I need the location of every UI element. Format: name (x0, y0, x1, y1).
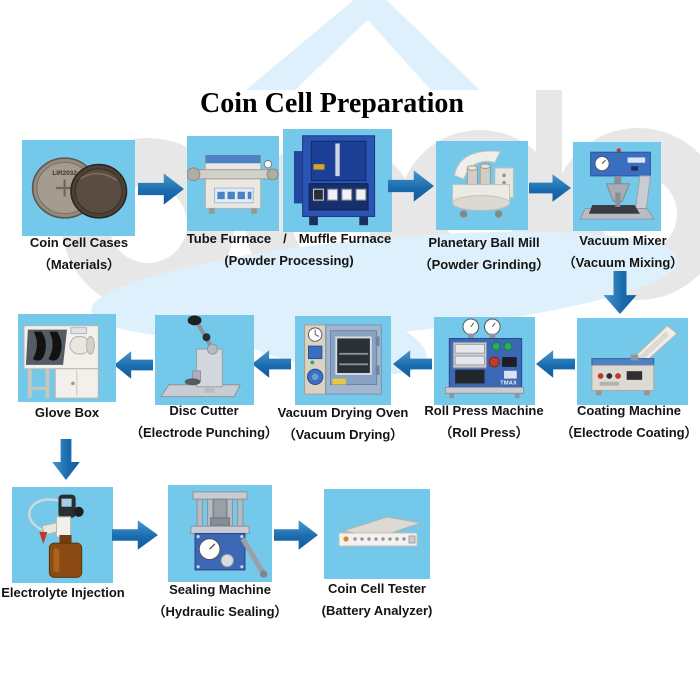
disc-cutter-image (160, 315, 241, 398)
page-title: Coin Cell Preparation (200, 88, 464, 119)
label-coin-cell-tester: Coin Cell Tester (Battery Analyzer) (310, 582, 444, 618)
label-roll-press-machine: Roll Press Machine （Roll Press） (414, 404, 554, 440)
step-name: Vacuum Mixer (579, 233, 667, 248)
step-name: Coating Machine (576, 403, 681, 418)
label-coating-machine: Coating Machine （Electrode Coating） (558, 404, 700, 440)
step-name: Tube Furnace/Muffle Furnace (186, 231, 392, 246)
step-sub: （Electrode Punching） (129, 425, 279, 440)
tile-tube-furnace (187, 136, 279, 231)
electrolyte-injection-image (28, 494, 84, 578)
step-sub: （Powder Grinding） (418, 257, 550, 272)
step-sub: (Powder Processing) (224, 253, 354, 268)
step-name: Roll Press Machine (424, 403, 544, 418)
glove-box-image (23, 325, 99, 399)
step-sub: （Roll Press） (439, 425, 529, 440)
flow-arrow-electrolyte-to-sealing (112, 520, 158, 550)
label-planetary-ball-mill: Planetary Ball Mill （Powder Grinding） (402, 236, 566, 272)
label-glove-box: Glove Box (14, 406, 120, 420)
tile-muffle-furnace (283, 129, 392, 232)
step-name: Planetary Ball Mill (428, 235, 540, 250)
roll-press-brand-text: TMAX (500, 380, 517, 386)
tile-electrolyte-injection (12, 487, 113, 583)
vacuum-mixer-image (579, 148, 655, 220)
tube-furnace-image (187, 154, 279, 214)
label-vacuum-mixer: Vacuum Mixer （Vacuum Mixing） (546, 234, 700, 270)
step-name: Electrolyte Injection (1, 585, 125, 600)
step-name: Coin Cell Tester (327, 581, 426, 596)
flow-arrow-sealing-to-tester (274, 520, 318, 550)
label-vacuum-drying-oven: Vacuum Drying Oven （Vacuum Drying） (270, 406, 416, 442)
step-name: Glove Box (34, 405, 100, 420)
label-electrolyte-injection: Electrolyte Injection (0, 586, 126, 600)
flow-arrow-coating-to-rollpress (536, 350, 575, 378)
tile-coin-cell-cases: LIR2032 (22, 140, 135, 236)
step-sub: （Materials） (37, 257, 121, 272)
step-sub: （Vacuum Mixing） (562, 255, 684, 270)
roll-press-machine-image: TMAX (444, 318, 525, 399)
tile-roll-press-machine: TMAX (434, 317, 535, 405)
label-sealing-machine: Sealing Machine （Hydraulic Sealing） (150, 583, 290, 619)
planetary-ball-mill-image (452, 150, 514, 218)
step-name: Coin Cell Cases (29, 235, 129, 250)
label-disc-cutter: Disc Cutter （Electrode Punching） (128, 404, 280, 440)
step-name: Sealing Machine (169, 582, 271, 597)
step-sub: （Electrode Coating） (560, 425, 698, 440)
flow-arrow-glovebox-to-electrolyte (52, 439, 80, 480)
tile-planetary-ball-mill (436, 141, 528, 230)
coin-cell-cases-image: LIR2032 (31, 157, 128, 219)
step-name: Disc Cutter (169, 403, 239, 418)
tile-coating-machine (577, 318, 688, 405)
label-tube-muffle-furnace: Tube Furnace/Muffle Furnace (Powder Proc… (172, 232, 406, 268)
tile-vacuum-drying-oven (295, 316, 391, 405)
tile-disc-cutter (155, 315, 254, 405)
sealing-machine-image (190, 491, 268, 578)
coin-text: LIR2032 (52, 170, 77, 177)
flow-arrow-disccutter-to-glovebox (114, 351, 153, 379)
step-sub: (Battery Analyzer) (321, 603, 433, 618)
vacuum-drying-oven-image (304, 324, 382, 395)
step-sub: （Hydraulic Sealing） (152, 604, 288, 619)
tile-glove-box (18, 314, 116, 402)
label-coin-cell-cases: Coin Cell Cases （Materials） (6, 236, 152, 272)
tile-coin-cell-tester (324, 489, 430, 579)
step-name: Vacuum Drying Oven (277, 405, 409, 420)
tile-sealing-machine (168, 485, 272, 582)
coin-cell-tester-image (338, 516, 422, 547)
step-sub: （Vacuum Drying） (282, 427, 404, 442)
tile-vacuum-mixer (573, 142, 661, 231)
coating-machine-image (591, 325, 678, 396)
muffle-furnace-image (293, 135, 376, 226)
watermark-logo-a (246, 0, 480, 90)
